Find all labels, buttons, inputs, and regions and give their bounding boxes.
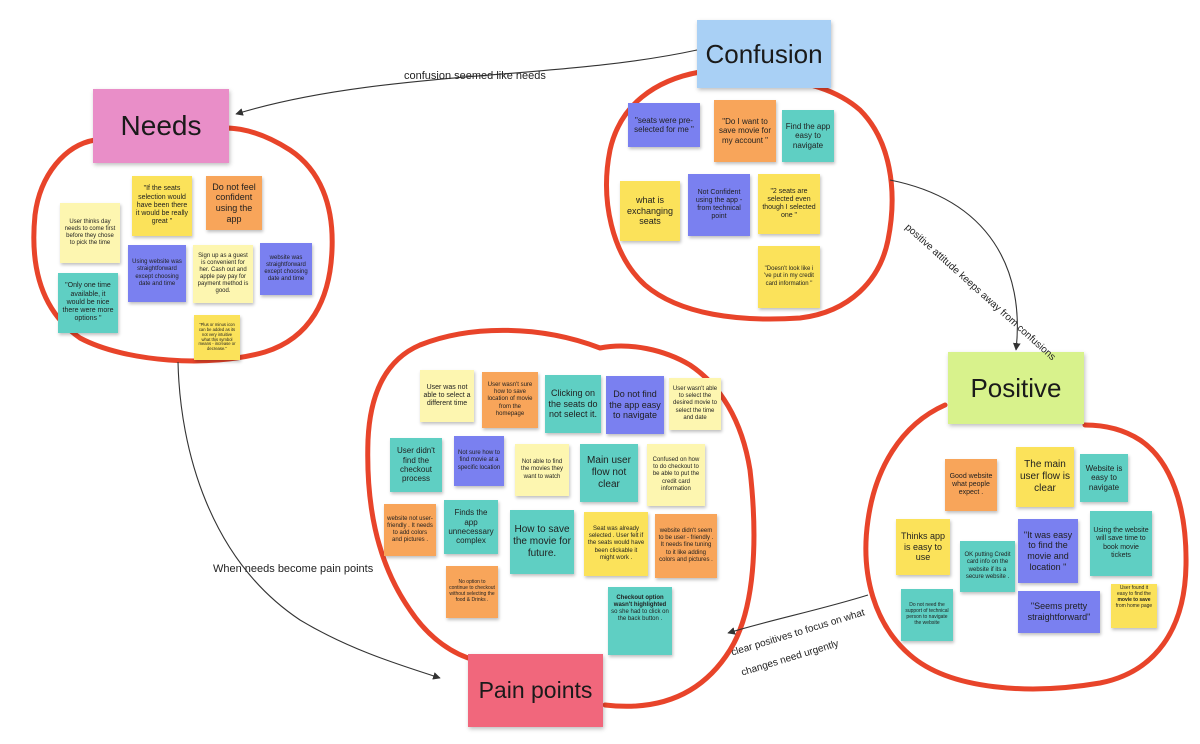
connector-positive-to-pain bbox=[727, 594, 869, 635]
needs-note[interactable]: "Plus or minus icon can be added as its … bbox=[194, 315, 240, 360]
pain-note[interactable]: How to save the movie for future. bbox=[510, 510, 574, 574]
connector-label-needs-pain: When needs become pain points bbox=[213, 563, 374, 575]
pain-note[interactable]: website didn't seem to be user - friendl… bbox=[655, 514, 717, 578]
positive-note-text: from home page bbox=[1115, 602, 1153, 609]
pain-note[interactable]: Clicking on the seats do not select it. bbox=[545, 375, 601, 433]
confusion-header[interactable]: Confusion bbox=[697, 20, 831, 88]
pain-note[interactable]: website not user-friendly . It needs to … bbox=[384, 504, 436, 556]
confusion-note[interactable]: Find the app easy to navigate bbox=[782, 110, 834, 162]
pain-note[interactable]: User didn't find the checkout process bbox=[390, 438, 442, 492]
pain-points-header[interactable]: Pain points bbox=[468, 654, 603, 727]
positive-note[interactable]: Using the website will save time to book… bbox=[1090, 511, 1152, 576]
pain-note[interactable]: User wasn't sure how to save location of… bbox=[482, 372, 538, 428]
pain-note-text: so she had to click on the back button . bbox=[611, 609, 669, 623]
pain-note[interactable]: Not sure how to find movie at a specific… bbox=[454, 436, 504, 486]
pain-note[interactable]: Not able to find the movies they want to… bbox=[515, 444, 569, 496]
positive-cluster-outline bbox=[863, 402, 1189, 692]
needs-header[interactable]: Needs bbox=[93, 89, 229, 163]
pain-cluster-outline bbox=[365, 327, 757, 709]
confusion-note[interactable]: "seats were pre-selected for me " bbox=[628, 103, 700, 147]
pain-note[interactable]: User wasn't able to select the desired m… bbox=[669, 378, 721, 430]
needs-note[interactable]: Do not feel confident using the app bbox=[206, 176, 262, 230]
positive-note[interactable]: Do not need the support of technical per… bbox=[901, 589, 953, 641]
positive-note[interactable]: Good website what people expect . bbox=[945, 459, 997, 511]
pain-note[interactable]: No option to continue to checkout withou… bbox=[446, 566, 498, 618]
positive-note[interactable]: "Seems pretty straightforward" bbox=[1018, 591, 1100, 633]
confusion-note[interactable]: "Doesn't look like i 've put in my credi… bbox=[758, 246, 820, 308]
needs-note[interactable]: "If the seats selection would have been … bbox=[132, 176, 192, 236]
needs-note[interactable]: website was straightforward except choos… bbox=[260, 243, 312, 295]
needs-note[interactable]: "Only one time available, it would be ni… bbox=[58, 273, 118, 333]
confusion-note[interactable]: what is exchanging seats bbox=[620, 181, 680, 241]
positive-note[interactable]: Thinks app is easy to use bbox=[896, 519, 950, 575]
positive-note[interactable]: Website is easy to navigate bbox=[1080, 454, 1128, 502]
positive-note-bold-text: movie to save bbox=[1117, 596, 1151, 603]
pain-note[interactable]: Do not find the app easy to navigate bbox=[606, 376, 664, 434]
needs-note[interactable]: Sign up as a guest is convenient for her… bbox=[193, 245, 253, 303]
confusion-note[interactable]: Not Confident using the app - from techn… bbox=[688, 174, 750, 236]
connector-confusion-to-positive bbox=[889, 179, 1021, 351]
connector-confusion-to-needs bbox=[235, 49, 698, 116]
pain-note[interactable]: Seat was already selected . User felt if… bbox=[584, 512, 648, 576]
pain-note[interactable]: Confused on how to do checkout to be abl… bbox=[647, 444, 705, 506]
positive-note[interactable]: "It was easy to find the movie and locat… bbox=[1018, 519, 1078, 583]
positive-note[interactable]: OK putting Credit card info on the websi… bbox=[960, 541, 1015, 592]
pain-note[interactable]: Main user flow not clear bbox=[580, 444, 638, 502]
positive-note-text: User found it easy to find the bbox=[1117, 585, 1151, 597]
needs-note[interactable]: User thinks day needs to come first befo… bbox=[60, 203, 120, 263]
positive-header[interactable]: Positive bbox=[948, 352, 1084, 424]
needs-note[interactable]: Using website was straightforward except… bbox=[128, 245, 186, 302]
confusion-note[interactable]: "2 seats are selected even though I sele… bbox=[758, 174, 820, 234]
confusion-note[interactable]: "Do I want to save movie for my account … bbox=[714, 100, 776, 162]
positive-note[interactable]: User found it easy to find the movie to … bbox=[1111, 584, 1157, 628]
pain-note[interactable]: Checkout option wasn't highlighted so sh… bbox=[608, 587, 672, 655]
pain-note-bold-text: Checkout option wasn't highlighted bbox=[613, 595, 667, 609]
pain-note[interactable]: User was not able to select a different … bbox=[420, 370, 474, 422]
connector-needs-to-pain bbox=[177, 361, 441, 680]
connector-label-confusion-needs: confusion seemed like needs bbox=[404, 70, 546, 82]
pain-note[interactable]: Finds the app unnecessary complex bbox=[444, 500, 498, 554]
positive-note[interactable]: The main user flow is clear bbox=[1016, 447, 1074, 507]
